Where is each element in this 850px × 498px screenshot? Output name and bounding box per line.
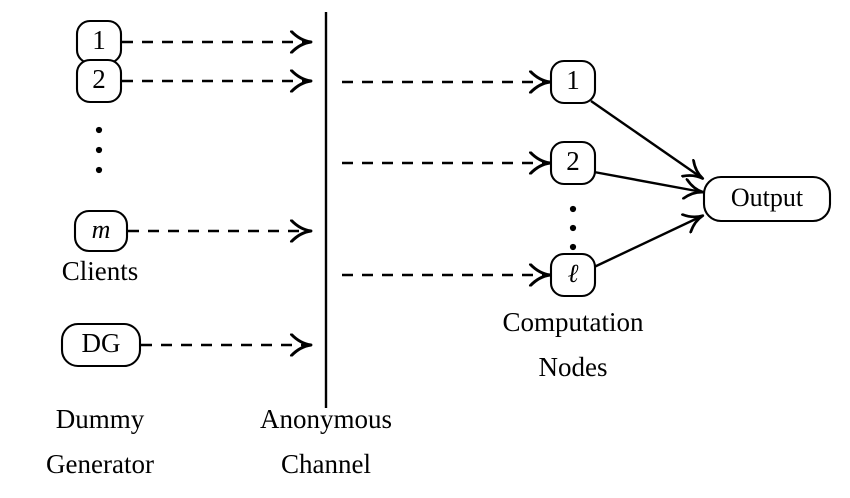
compute-node-2-label: 2 bbox=[566, 146, 580, 176]
dummy-generator-caption-line2: Generator bbox=[46, 449, 154, 479]
edge-compute2-output bbox=[593, 170, 702, 192]
compute-node-1-box bbox=[549, 59, 597, 105]
compute-node-l-label: ℓ bbox=[568, 259, 579, 288]
client-to-channel-edges bbox=[122, 42, 310, 345]
client-node-m[interactable]: m bbox=[73, 209, 129, 253]
client-ellipsis-icon bbox=[95, 126, 103, 174]
compute-node-1[interactable]: 1 bbox=[549, 59, 597, 105]
client-node-m-label: m bbox=[92, 215, 111, 244]
client-ellipsis-dot-1 bbox=[95, 126, 103, 134]
compute-node-l-box bbox=[549, 252, 597, 298]
client-node-2[interactable]: 2 bbox=[75, 58, 123, 104]
dummy-generator-label: DG bbox=[82, 328, 121, 358]
compute-to-output-edges bbox=[590, 100, 702, 270]
computation-group-label-line1: Computation bbox=[503, 307, 644, 337]
output-node-box bbox=[702, 175, 832, 223]
client-ellipsis-dot-3 bbox=[95, 166, 103, 174]
dummy-generator-node[interactable]: DG bbox=[60, 322, 142, 368]
compute-ellipsis-dot-2 bbox=[569, 224, 577, 232]
client-node-2-label: 2 bbox=[92, 64, 106, 94]
compute-ellipsis-icon bbox=[569, 205, 577, 251]
client-ellipsis-dot-2 bbox=[95, 146, 103, 154]
compute-node-1-label: 1 bbox=[566, 65, 580, 95]
clients-group-label: Clients bbox=[62, 256, 139, 286]
compute-node-2[interactable]: 2 bbox=[549, 140, 597, 186]
dummy-generator-caption-line1: Dummy bbox=[56, 404, 145, 434]
client-node-2-box bbox=[75, 58, 123, 104]
output-node[interactable]: Output bbox=[702, 175, 832, 223]
client-node-1[interactable]: 1 bbox=[75, 19, 123, 65]
client-node-1-label: 1 bbox=[92, 25, 106, 55]
compute-node-2-box bbox=[549, 140, 597, 186]
compute-ellipsis-dot-3 bbox=[569, 243, 577, 251]
compute-node-l[interactable]: ℓ bbox=[549, 252, 597, 298]
anonymous-channel-caption-line2: Channel bbox=[281, 449, 371, 479]
output-node-label: Output bbox=[731, 183, 804, 212]
anonymous-channel-caption-line1: Anonymous bbox=[260, 404, 392, 434]
client-node-m-box bbox=[73, 209, 129, 253]
channel-to-compute-edges bbox=[342, 82, 549, 275]
compute-ellipsis-dot-1 bbox=[569, 205, 577, 213]
edge-compute1-output bbox=[590, 100, 702, 178]
computation-group-label-line2: Nodes bbox=[539, 352, 608, 382]
dummy-generator-box bbox=[60, 322, 142, 368]
edge-computel-output bbox=[591, 216, 702, 270]
